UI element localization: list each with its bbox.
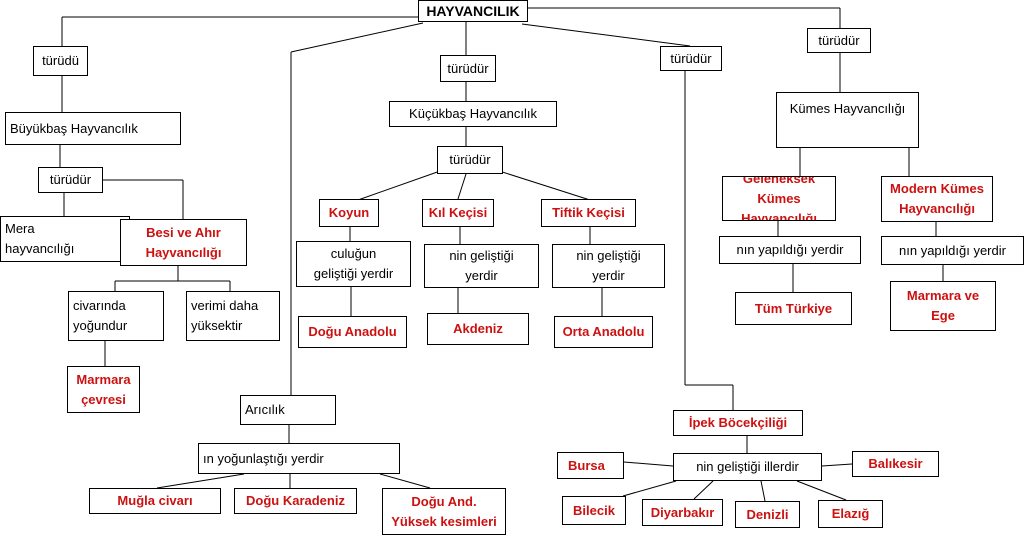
kucukbas-node: Küçükbaş Hayvancılık <box>389 101 557 127</box>
verimi-node: verimi daha yüksektir <box>186 291 280 341</box>
tiftik-yerdir-node: nin geliştiği yerdir <box>552 244 665 288</box>
elazig-node: Elazığ <box>818 500 883 528</box>
geleneksel-yapildigi-node: nın yapıldığı yerdir <box>719 236 861 264</box>
dogu-karadeniz-node: Doğu Karadeniz <box>234 488 357 514</box>
dogu-anadolu-node: Doğu Anadolu <box>298 316 407 348</box>
tiftik-kecisi-node: Tiftik Keçisi <box>541 199 636 227</box>
turudur-label-ipek: türüdür <box>660 46 722 71</box>
mugla-node: Muğla civarı <box>89 488 221 514</box>
modern-yapildigi-node: nın yapıldığı yerdir <box>881 236 1024 265</box>
kil-kecisi-node: Kıl Keçisi <box>422 199 494 227</box>
diyarbakir-node: Diyarbakır <box>642 499 723 526</box>
besi-node: Besi ve Ahır Hayvancılığı <box>120 219 247 266</box>
modern-node: Modern Kümes Hayvancılığı <box>881 176 993 222</box>
iller-node: nin geliştiği illerdir <box>673 453 822 481</box>
ipek-node: İpek Böcekçiliği <box>673 410 803 436</box>
balikesir-node: Balıkesir <box>852 451 939 477</box>
turudur-label-kumes: türüdür <box>807 28 871 53</box>
bilecik-node: Bilecik <box>562 496 626 525</box>
yogunlastigi-node: ın yoğunlaştığı yerdir <box>198 443 400 474</box>
yuksek-kesimleri-node: Doğu And. Yüksek kesimleri <box>382 488 506 535</box>
kil-yerdir-node: nin geliştiği yerdir <box>424 244 539 288</box>
geleneksel-node: Geleneksek Kümes Hayvancılığı <box>722 176 836 221</box>
buyukbas-node: Büyükbaş Hayvancılık <box>5 112 181 145</box>
civarinda-node: civarında yoğundur <box>68 291 164 341</box>
marmara-ege-node: Marmara ve Ege <box>890 281 996 331</box>
denizli-node: Denizli <box>735 501 800 528</box>
marmara-cevresi-node: Marmara çevresi <box>67 366 140 413</box>
tum-turkiye-node: Tüm Türkiye <box>735 292 852 325</box>
akdeniz-node: Akdeniz <box>427 313 529 345</box>
orta-anadolu-node: Orta Anadolu <box>554 316 653 348</box>
turudu-label-buyukbas: türüdü <box>33 46 88 76</box>
turudur-label-kucukbas-sub: türüdür <box>437 146 503 174</box>
bursa-node: Bursa <box>557 452 624 479</box>
turudur-label-buyukbas: türüdür <box>38 167 103 193</box>
aricilik-node: Arıcılık <box>240 395 336 425</box>
culugun-node: culuğun geliştiği yerdir <box>296 241 411 287</box>
koyun-node: Koyun <box>319 199 379 227</box>
root-node: HAYVANCILIK <box>418 0 528 22</box>
kumes-node: Kümes Hayvancılığı <box>776 92 919 148</box>
turudur-label-kucukbas: türüdür <box>440 55 496 82</box>
mera-node: Mera hayvancılığı <box>0 216 130 262</box>
